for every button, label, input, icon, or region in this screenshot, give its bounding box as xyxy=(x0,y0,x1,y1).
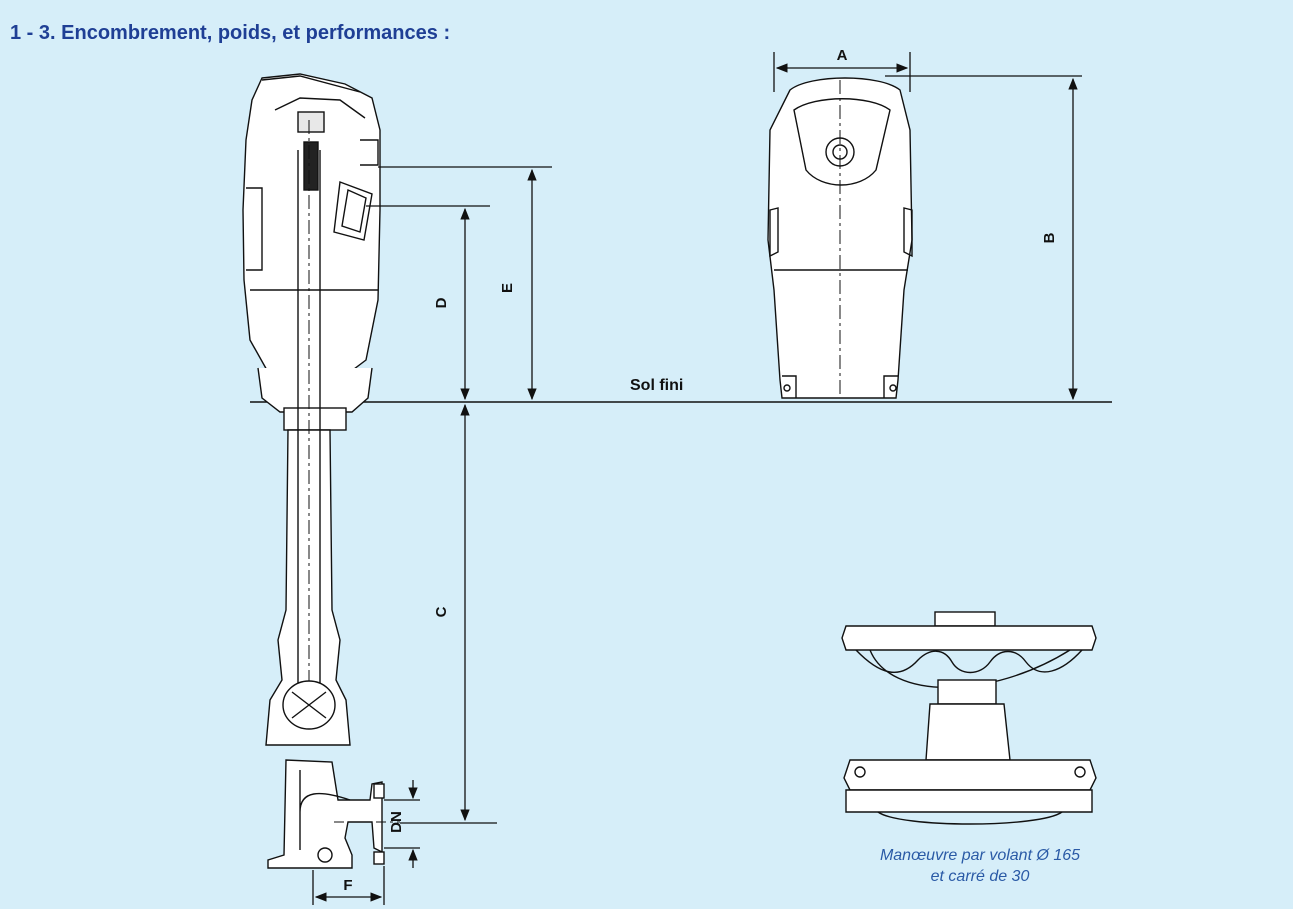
section-title: 1 - 3. Encombrement, poids, et performan… xyxy=(10,22,451,44)
hydrant-front-view xyxy=(767,77,913,399)
dimension-dn-label: DN xyxy=(388,811,405,833)
dimension-a-label: A xyxy=(837,47,848,64)
handwheel-caption: Manœuvre par volant Ø 165 et carré de 30 xyxy=(820,845,1140,887)
caption-line-2: et carré de 30 xyxy=(930,868,1030,885)
dimension-b-label: B xyxy=(1041,232,1058,243)
handwheel-detail xyxy=(841,611,1097,825)
dimension-d-label: D xyxy=(433,297,450,308)
ground-label: Sol fini xyxy=(630,377,683,394)
dimension-e-label: E xyxy=(499,283,516,293)
dimension-c-label: C xyxy=(433,606,450,617)
caption-line-1: Manœuvre par volant Ø 165 xyxy=(879,847,1081,864)
front-view-dimensions xyxy=(773,52,1082,401)
side-view-dimensions xyxy=(312,166,552,905)
hydrant-side-section xyxy=(242,73,400,869)
dimension-f-label: F xyxy=(343,877,352,894)
